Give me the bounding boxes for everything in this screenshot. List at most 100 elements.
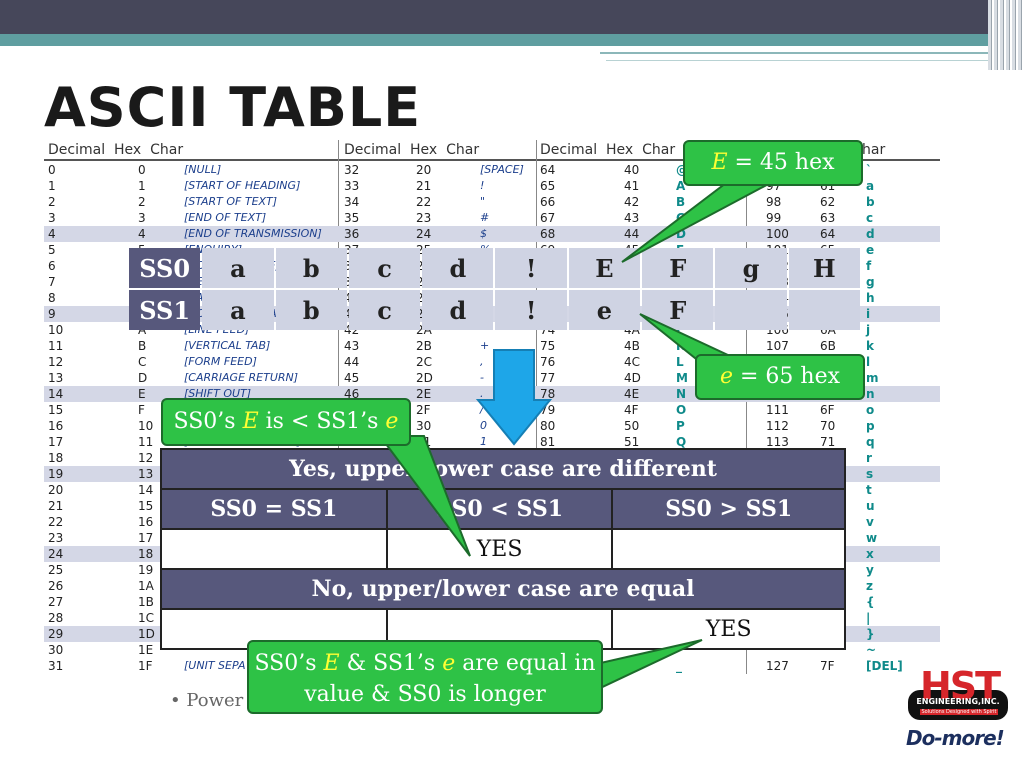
ascii-table-cell: d <box>866 227 875 241</box>
ascii-table-cell: a <box>866 179 875 193</box>
ascii-table-cell: 22 <box>416 195 432 209</box>
ascii-table-cell: t <box>866 483 872 497</box>
ascii-table-cell: 43 <box>624 211 640 225</box>
ascii-table-cell: B <box>676 195 686 209</box>
ascii-table-cell: L <box>676 355 684 369</box>
ascii-table-cell: 6 <box>48 259 56 273</box>
ascii-table-cell: 64 <box>540 163 556 177</box>
ascii-header-decimal: Decimal <box>344 142 402 158</box>
ascii-table-cell: K <box>676 339 686 353</box>
ascii-table-cell: 4E <box>624 387 640 401</box>
callout-text: = 45 hex <box>727 150 835 175</box>
ascii-table-cell: 15 <box>138 499 154 513</box>
ascii-table-cell: 76 <box>540 355 556 369</box>
ascii-table-cell: c <box>866 211 874 225</box>
ascii-table-cell: 44 <box>344 355 360 369</box>
ascii-table-cell: l <box>866 355 871 369</box>
callout-line: SS0’s E & SS1’s e are equal in <box>249 648 601 679</box>
ascii-table-cell: 7 <box>48 275 56 289</box>
ascii-table-cell: 19 <box>138 563 154 577</box>
ascii-table-cell: 1E <box>138 643 154 657</box>
ascii-table-cell: ! <box>480 179 485 192</box>
header-rule-thin <box>606 60 990 61</box>
ascii-table-cell: 51 <box>624 435 640 449</box>
ascii-table-cell: [UNIT SEPA <box>184 659 246 672</box>
ascii-table-cell: 81 <box>540 435 556 449</box>
ascii-header-group: Decimal Hex Char <box>344 142 479 158</box>
ascii-table-cell: 13 <box>48 371 64 385</box>
ss1-char: e <box>568 290 641 330</box>
ascii-table-cell: 33 <box>344 179 360 193</box>
callout-e-lower: e = 65 hex <box>695 354 865 400</box>
ascii-header-char: har <box>862 142 886 158</box>
ss1-char: d <box>422 290 494 330</box>
ascii-table-cell: y <box>866 563 874 577</box>
ascii-table-cell: [DEL] <box>866 659 903 673</box>
ascii-table-cell: x <box>866 547 874 561</box>
ascii-table-cell: + <box>480 339 490 352</box>
ascii-table-cell: 45 <box>344 371 360 385</box>
ascii-table-cell: 100 <box>766 227 789 241</box>
ascii-column-divider <box>746 140 747 674</box>
ascii-table-cell: Q <box>676 435 687 449</box>
ascii-header-hex: Hex <box>606 142 634 158</box>
ascii-table-cell: M <box>676 371 688 385</box>
ascii-table-cell: 3 <box>138 211 146 225</box>
ascii-table-cell: z <box>866 579 873 593</box>
down-arrow-icon <box>476 349 552 446</box>
callout-text: = 65 hex <box>733 364 841 389</box>
ascii-table-cell: o <box>866 403 875 417</box>
ascii-table-cell: v <box>866 515 874 529</box>
ascii-header-hex: Hex <box>114 142 142 158</box>
ascii-table-cell: j <box>866 323 871 337</box>
ascii-table-cell: 127 <box>766 659 789 673</box>
ascii-table-cell: 25 <box>48 563 64 577</box>
ascii-table-cell: [SPACE] <box>480 163 524 176</box>
ascii-table-cell: 3 <box>48 211 56 225</box>
callout-text: are equal in <box>455 651 596 676</box>
ascii-table-cell: b <box>866 195 875 209</box>
ascii-table-cell: 9 <box>48 307 56 321</box>
ascii-table-cell: s <box>866 467 874 481</box>
ascii-table-cell: 16 <box>48 419 64 433</box>
string-comparison-grid: SS0 a b c d ! E F g H SS1 a b c d ! e F <box>127 246 862 332</box>
ascii-table-cell: n <box>866 387 875 401</box>
ascii-table-cell: e <box>866 243 875 257</box>
ss0-row: SS0 a b c d ! E F g H <box>129 248 860 288</box>
ascii-table-cell: 13 <box>138 467 154 481</box>
result-header-no-row: No, upper/lower case are equal <box>160 568 846 610</box>
ascii-table-cell: 4F <box>624 403 639 417</box>
ss0-label: SS0 <box>129 248 201 288</box>
ascii-table-cell: [START OF TEXT] <box>184 195 278 208</box>
ss1-char <box>788 290 860 330</box>
ascii-table-cell: , <box>480 355 484 368</box>
ascii-table-cell: 41 <box>624 179 640 193</box>
ascii-table-cell: 31 <box>48 659 64 673</box>
ascii-table-cell: 62 <box>820 195 836 209</box>
logo-product-name: Do-more! <box>906 726 1005 750</box>
ascii-table-cell: 63 <box>820 211 836 225</box>
ascii-table-cell: 20 <box>416 163 432 177</box>
ascii-table-cell: 1 <box>480 435 487 448</box>
callout-var: e <box>385 409 399 434</box>
result-cell <box>160 528 388 570</box>
ascii-table-cell: [END OF TEXT] <box>184 211 267 224</box>
ascii-table-cell: O <box>676 403 687 417</box>
header-rule <box>600 52 990 54</box>
ascii-table-cell: h <box>866 291 875 305</box>
ss0-char: ! <box>495 248 567 288</box>
result-column-header: SS0 > SS1 <box>611 488 846 530</box>
ascii-table-cell: ` <box>866 163 872 177</box>
ascii-table-cell: 12 <box>138 451 154 465</box>
ascii-table-cell: 46 <box>344 387 360 401</box>
ascii-table-cell: [CARRIAGE RETURN] <box>184 371 299 384</box>
ascii-table-cell: 98 <box>766 195 782 209</box>
ascii-table-cell: 112 <box>766 419 789 433</box>
